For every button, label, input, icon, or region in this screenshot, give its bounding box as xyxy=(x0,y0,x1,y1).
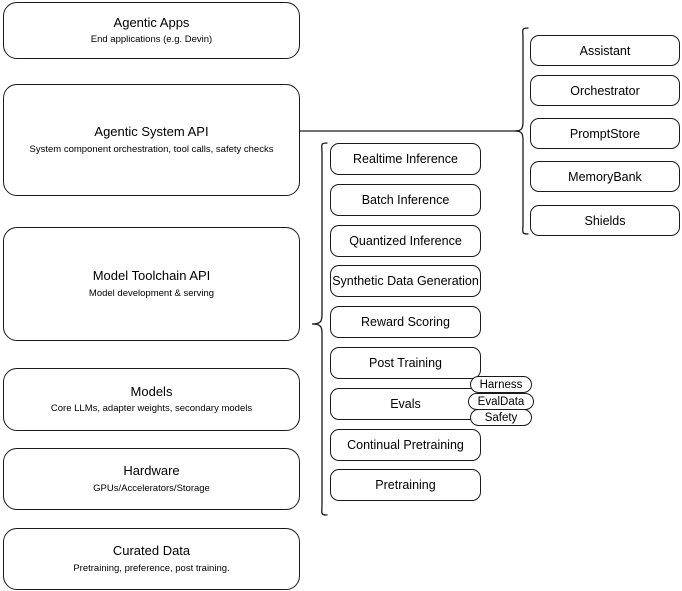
toolchain-post-training[interactable]: Post Training xyxy=(330,347,481,379)
layer-box-agentic-apps[interactable]: Agentic Apps End applications (e.g. Devi… xyxy=(3,2,300,59)
eval-pill-label: Safety xyxy=(484,411,518,424)
eval-pill-evaldata[interactable]: EvalData xyxy=(468,393,534,410)
component-label: Shields xyxy=(584,213,626,228)
component-memorybank[interactable]: MemoryBank xyxy=(530,161,680,192)
brace-agentic-components xyxy=(512,26,532,236)
eval-pill-harness[interactable]: Harness xyxy=(470,376,532,393)
toolchain-batch-inference[interactable]: Batch Inference xyxy=(330,184,481,216)
eval-pill-label: Harness xyxy=(479,378,523,391)
layer-subtitle: End applications (e.g. Devin) xyxy=(90,34,213,46)
component-assistant[interactable]: Assistant xyxy=(530,35,680,66)
layer-box-hardware[interactable]: Hardware GPUs/Accelerators/Storage xyxy=(3,448,300,510)
layer-subtitle: System component orchestration, tool cal… xyxy=(29,143,274,155)
layer-box-agentic-system-api[interactable]: Agentic System API System component orch… xyxy=(3,84,300,196)
component-shields[interactable]: Shields xyxy=(530,205,680,236)
layer-title: Models xyxy=(130,383,173,399)
component-label: Orchestrator xyxy=(570,83,640,98)
layer-subtitle: Model development & serving xyxy=(88,287,215,299)
toolchain-quantized-inference[interactable]: Quantized Inference xyxy=(330,225,481,257)
toolchain-pretraining[interactable]: Pretraining xyxy=(330,469,481,501)
component-label: Assistant xyxy=(579,43,631,58)
toolchain-label: Pretraining xyxy=(375,478,436,492)
component-orchestrator[interactable]: Orchestrator xyxy=(530,75,680,106)
toolchain-reward-scoring[interactable]: Reward Scoring xyxy=(330,306,481,338)
toolchain-realtime-inference[interactable]: Realtime Inference xyxy=(330,143,481,175)
layer-box-curated-data[interactable]: Curated Data Pretraining, preference, po… xyxy=(3,528,300,590)
toolchain-continual-pretraining[interactable]: Continual Pretraining xyxy=(330,429,481,461)
toolchain-label: Post Training xyxy=(369,356,442,370)
layer-title: Model Toolchain API xyxy=(92,268,211,284)
toolchain-label: Batch Inference xyxy=(361,193,450,207)
layer-box-model-toolchain-api[interactable]: Model Toolchain API Model development & … xyxy=(3,227,300,341)
component-label: PromptStore xyxy=(569,126,641,141)
layer-title: Curated Data xyxy=(112,543,191,559)
toolchain-label: Evals xyxy=(390,397,421,411)
toolchain-label: Quantized Inference xyxy=(349,234,462,248)
toolchain-evals[interactable]: Evals xyxy=(330,388,481,420)
layer-box-models[interactable]: Models Core LLMs, adapter weights, secon… xyxy=(3,368,300,431)
component-label: MemoryBank xyxy=(568,169,642,184)
toolchain-synthetic-data-generation[interactable]: Synthetic Data Generation xyxy=(330,265,481,297)
component-promptstore[interactable]: PromptStore xyxy=(530,118,680,149)
layer-title: Hardware xyxy=(123,463,180,479)
toolchain-label: Reward Scoring xyxy=(361,315,450,329)
toolchain-label: Continual Pretraining xyxy=(347,438,464,452)
layer-subtitle: Core LLMs, adapter weights, secondary mo… xyxy=(50,403,253,415)
layer-title: Agentic Apps xyxy=(113,14,190,30)
eval-pill-label: EvalData xyxy=(477,395,525,408)
layer-subtitle: GPUs/Accelerators/Storage xyxy=(93,482,210,494)
layer-subtitle: Pretraining, preference, post training. xyxy=(73,562,230,574)
toolchain-label: Realtime Inference xyxy=(353,152,458,166)
layer-title: Agentic System API xyxy=(94,124,209,140)
toolchain-label: Synthetic Data Generation xyxy=(332,274,479,288)
brace-toolchain-components xyxy=(308,141,330,519)
eval-pill-safety[interactable]: Safety xyxy=(470,409,532,426)
connector-agentic-system-to-components xyxy=(298,118,524,146)
